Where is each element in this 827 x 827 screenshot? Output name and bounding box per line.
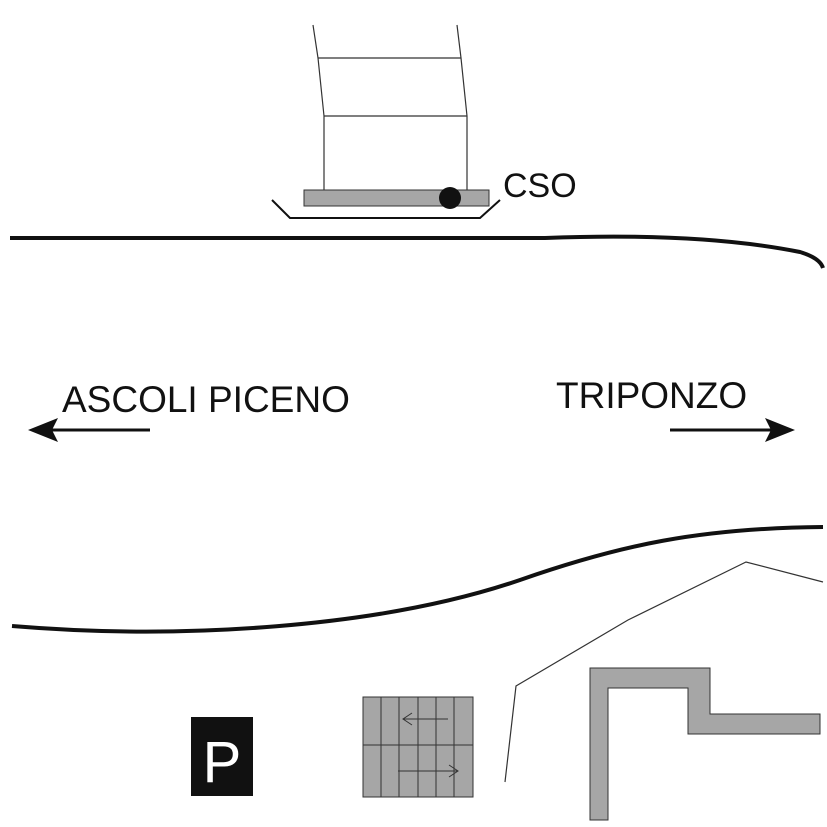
direction-left-label: ASCOLI PICENO bbox=[62, 379, 350, 420]
parking-letter: P bbox=[203, 730, 242, 795]
two-way-traffic-grid-icon bbox=[362, 696, 474, 798]
road-lower-edge bbox=[11, 525, 824, 634]
grid-arrow-left bbox=[402, 712, 448, 726]
arrow-left-icon bbox=[28, 418, 150, 442]
parking-sign-icon: P bbox=[191, 717, 253, 796]
filled-circle-icon bbox=[439, 187, 461, 209]
grid-arrow-right bbox=[398, 764, 459, 778]
arrow-right-icon bbox=[670, 418, 795, 442]
l-shaped-building bbox=[589, 667, 821, 821]
tower-right-edge bbox=[456, 24, 468, 190]
platform-bracket bbox=[271, 199, 501, 219]
building-outline bbox=[312, 24, 468, 190]
station-platform bbox=[303, 189, 490, 207]
tower-left-edge bbox=[312, 24, 325, 190]
road-upper-edge bbox=[10, 234, 825, 269]
terrain-boundary-line bbox=[504, 561, 824, 783]
direction-right-label: TRIPONZO bbox=[556, 375, 747, 416]
station-label: CSO bbox=[503, 167, 577, 205]
